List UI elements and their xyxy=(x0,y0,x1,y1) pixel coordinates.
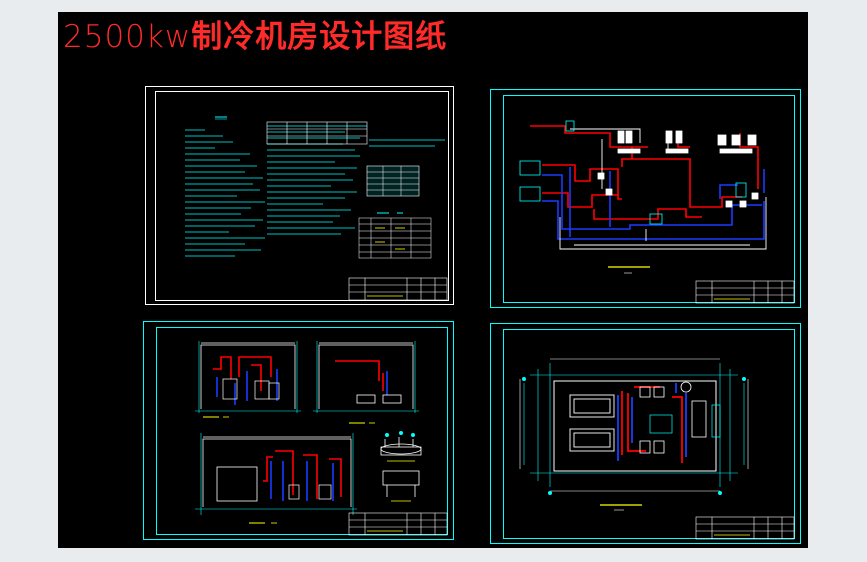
design-notes-sheet[interactable] xyxy=(145,86,454,305)
system-schematic-sheet[interactable] xyxy=(490,89,801,308)
title-name: 制冷机房设计图纸 xyxy=(191,19,448,55)
section-views-drawing xyxy=(195,341,448,536)
drawing-set-title: 2500kw制冷机房设计图纸 xyxy=(63,17,447,57)
sheet-inner-border xyxy=(155,91,449,301)
sheet-outer-border xyxy=(490,323,801,544)
chiller-system-schematic xyxy=(519,120,795,304)
title-capacity: 2500kw xyxy=(63,19,192,55)
sheet-outer-border xyxy=(490,89,801,308)
design-notes-drawing xyxy=(185,116,448,301)
sheet-inner-border xyxy=(503,95,795,303)
machine-room-floor-plan xyxy=(519,358,795,540)
section-views-sheet[interactable] xyxy=(143,321,454,540)
floor-plan-sheet[interactable] xyxy=(490,323,801,544)
drawing-canvas xyxy=(58,12,808,548)
sheet-outer-border xyxy=(143,321,454,540)
sheet-inner-border xyxy=(156,327,448,535)
sheet-outer-border xyxy=(145,86,454,305)
sheet-inner-border xyxy=(503,329,795,539)
